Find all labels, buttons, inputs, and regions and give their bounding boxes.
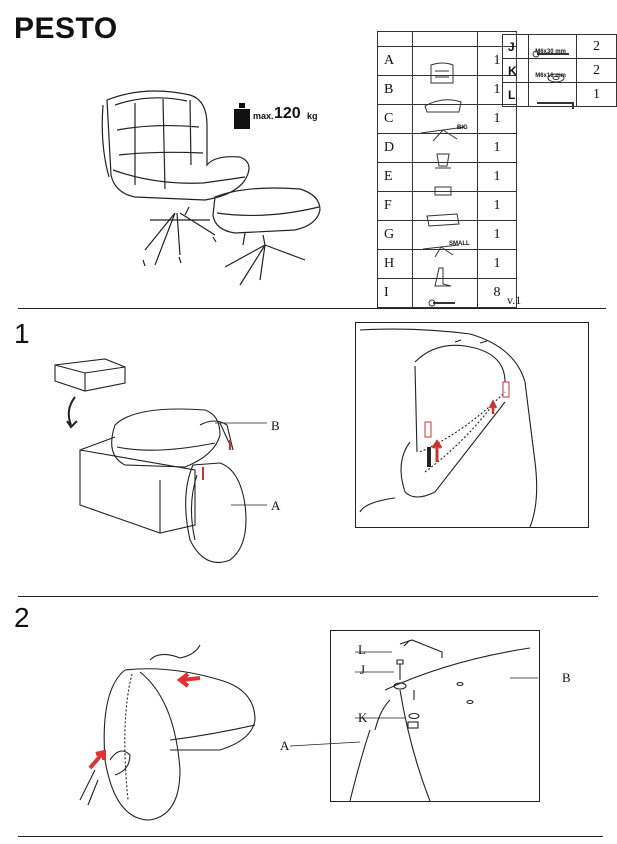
callout-a: A: [280, 738, 290, 753]
divider: [18, 836, 603, 837]
chair-overview-illustration: [101, 90, 321, 286]
callout-b: B: [271, 418, 280, 433]
callout-j: J: [360, 662, 366, 677]
small-base-icon: SMALL: [412, 220, 478, 258]
allen-key-icon: [528, 82, 577, 109]
version-label: v.1: [507, 293, 522, 307]
part-qty: 1: [477, 133, 517, 163]
callout-a: A: [271, 498, 281, 513]
gas-lift-icon: [412, 162, 478, 196]
part-row: G SMALL 1: [377, 220, 517, 258]
part-qty: 1: [477, 191, 517, 221]
part-qty: 2: [575, 34, 617, 59]
screw-icon: [412, 278, 478, 308]
bolt-icon: M6x30 mm: [528, 34, 577, 59]
part-letter: G: [377, 220, 413, 250]
part-tag: BIG: [457, 125, 468, 131]
part-qty: 1: [477, 162, 517, 192]
callout-b: B: [562, 670, 571, 685]
step2-illustration: [79, 644, 256, 821]
weight-icon: [234, 103, 250, 129]
part-qty: 1: [575, 82, 617, 107]
part-size: M6x16 mm: [535, 73, 566, 79]
max-weight-badge: max. 120 kg: [233, 101, 323, 135]
weight-label: max.: [253, 111, 274, 121]
callout-k: K: [358, 710, 368, 725]
part-letter: E: [377, 162, 413, 192]
callout-l: L: [358, 642, 366, 657]
step2-detail: [289, 630, 540, 802]
part-qty: 1: [477, 104, 517, 134]
part-qty: 1: [477, 249, 517, 279]
part-letter: K: [501, 58, 530, 83]
part-letter: A: [377, 46, 413, 76]
washer-icon: M6x16 mm: [528, 58, 577, 83]
seat-icon: [412, 46, 478, 84]
part-letter: F: [377, 191, 413, 221]
page-title: PESTO: [14, 12, 118, 45]
mechanism-icon: [412, 133, 478, 169]
part-letter: I: [377, 278, 413, 308]
part-size: M6x30 mm: [535, 49, 566, 55]
part-qty: 8: [477, 278, 517, 308]
divider: [18, 308, 606, 309]
part-letter: D: [377, 133, 413, 163]
weight-unit: kg: [307, 111, 318, 121]
step-number: 2: [14, 602, 30, 633]
bracket-icon: [412, 249, 478, 287]
part-row: C BIG 1: [377, 104, 517, 142]
footstool-icon: [412, 191, 478, 227]
backrest-icon: [412, 75, 478, 113]
part-tag: SMALL: [449, 241, 470, 247]
part-letter: L: [501, 82, 530, 107]
step1-illustration: [54, 358, 267, 564]
step-number: 1: [14, 318, 30, 349]
divider: [18, 596, 598, 597]
big-base-icon: BIG: [412, 104, 478, 142]
part-letter: H: [377, 249, 413, 279]
step1-detail: [355, 322, 589, 528]
part-letter: J: [501, 34, 530, 59]
weight-value: 120: [274, 105, 301, 122]
part-letter: C: [377, 104, 413, 134]
hardware-row: J M6x30 mm 2: [501, 34, 617, 59]
part-letter: B: [377, 75, 413, 105]
part-qty: 1: [477, 220, 517, 250]
